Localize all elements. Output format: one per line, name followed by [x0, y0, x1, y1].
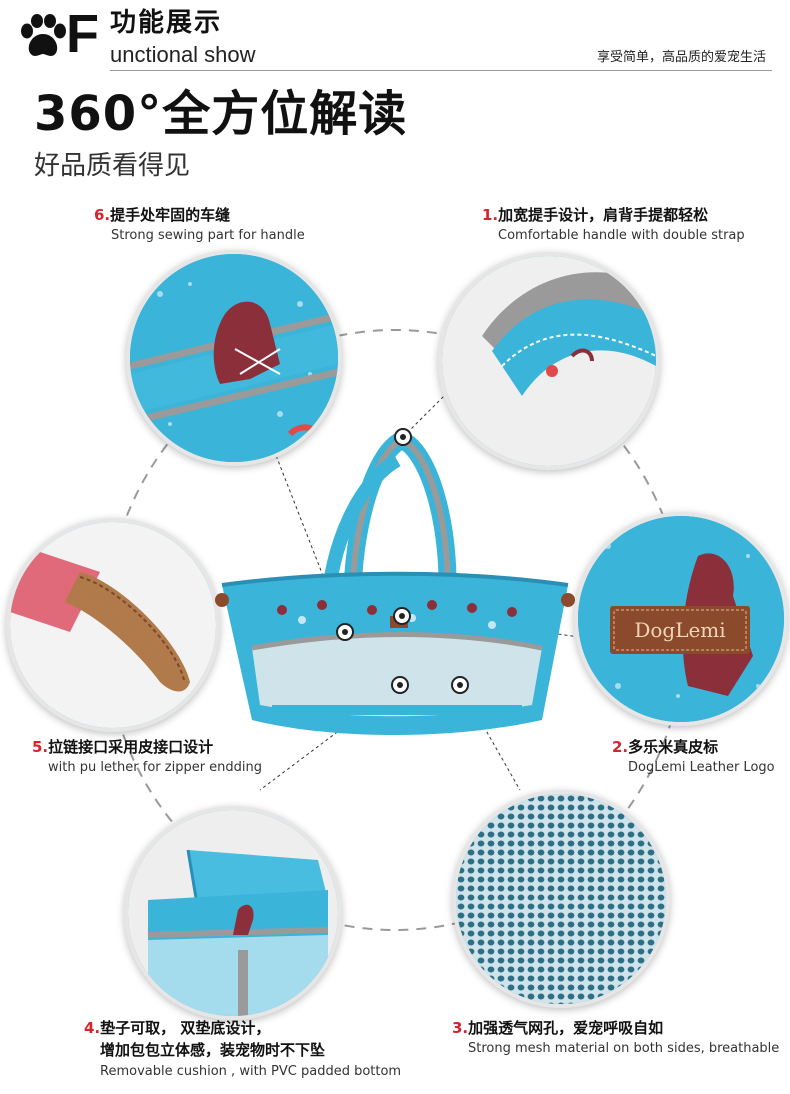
handle-stitching-illustration	[130, 254, 338, 462]
detail-circle-handle-stitching	[126, 250, 342, 466]
header-title-en: unctional show	[110, 42, 256, 67]
feature-2-title: 2.多乐米真皮标	[612, 738, 719, 756]
leather-logo-text: DogLemi	[634, 618, 725, 642]
leather-logo-illustration: DogLemi	[578, 516, 784, 722]
feature-6-title: 6.提手处牢固的车缝	[94, 206, 231, 224]
paw-icon	[21, 14, 66, 56]
mesh-illustration	[456, 794, 666, 1004]
feature-4-title-line2: 增加包包立体感，装宠物时不下坠	[100, 1041, 326, 1059]
zipper-leather-illustration	[10, 522, 216, 728]
feature-3-desc: Strong mesh material on both sides, brea…	[468, 1041, 780, 1056]
feature-4-desc: Removable cushion , with PVC padded bott…	[100, 1064, 402, 1079]
detail-circle-cushion	[124, 806, 342, 1020]
feature-1-title: 1.加宽提手设计，肩背手提都轻松	[482, 206, 709, 224]
cushion-illustration	[128, 810, 338, 1016]
detail-circle-zipper-leather	[6, 518, 220, 732]
feature-4-title: 4.垫子可取， 双垫底设计，	[84, 1019, 271, 1037]
header-big-letter: F	[66, 4, 99, 64]
pet-carrier-bag-illustration	[215, 428, 575, 735]
hero-subtitle: 好品质看得见	[34, 151, 191, 181]
feature-1-desc: Comfortable handle with double strap	[498, 228, 745, 243]
feature-5-desc: with pu lether for zipper endding	[48, 760, 263, 775]
detail-circle-wide-handle	[438, 252, 660, 470]
feature-2-desc: DogLemi Leather Logo	[628, 760, 775, 775]
wide-handle-illustration	[442, 256, 656, 466]
header-slogan: 享受简单，高品质的爱宠生活	[596, 50, 766, 65]
feature-6-desc: Strong sewing part for handle	[111, 228, 305, 243]
hero-title: 360°全方位解读	[34, 86, 408, 142]
header-title-cn: 功能展示	[110, 8, 223, 38]
feature-5-title: 5.拉链接口采用皮接口设计	[32, 738, 214, 756]
detail-circle-mesh	[452, 790, 670, 1008]
detail-circle-leather-logo: DogLemi	[574, 512, 788, 726]
hotspot-markers	[336, 428, 469, 694]
feature-3-title: 3.加强透气网孔，爱宠呼吸自如	[452, 1019, 664, 1037]
header-divider	[110, 70, 772, 71]
